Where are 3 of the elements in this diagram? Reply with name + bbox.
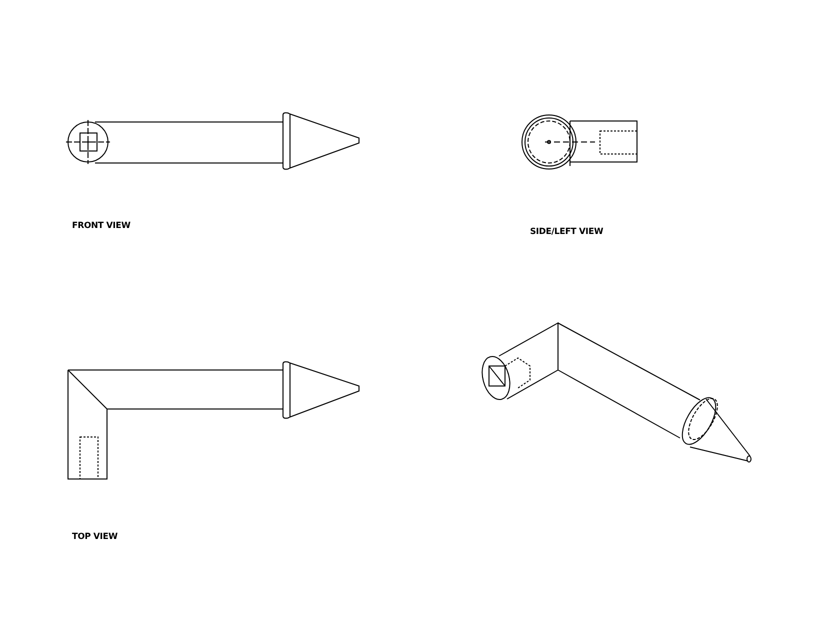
view-label: TOP VIEW	[72, 532, 118, 542]
view-label: SIDE/LEFT VIEW	[530, 227, 604, 237]
view-label: FRONT VIEW	[72, 221, 130, 231]
